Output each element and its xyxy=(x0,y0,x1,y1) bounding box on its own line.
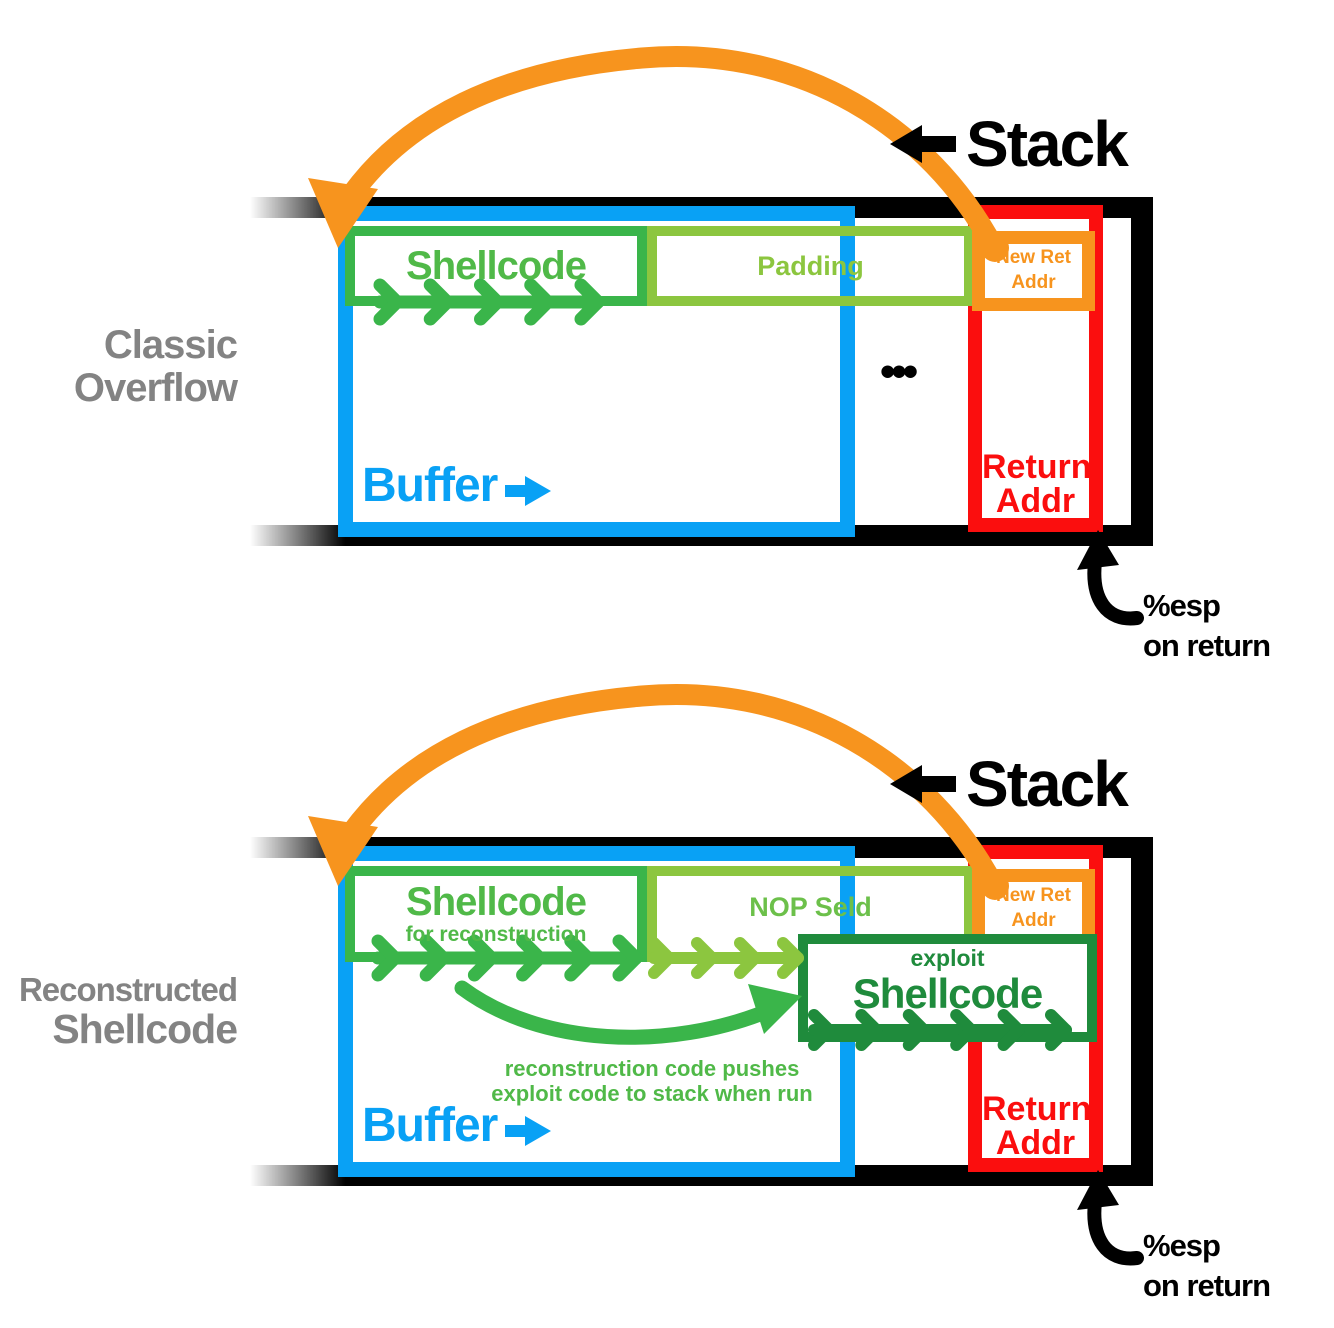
section-label-reconstructed-shellcode: Reconstructed Shellcode xyxy=(18,971,238,1052)
stack-label-2: Stack xyxy=(966,748,1129,820)
right-arrow-icon xyxy=(505,474,552,508)
return-addr-label-2: Return Addr xyxy=(982,1090,1092,1162)
return-addr-label: Return Addr xyxy=(982,448,1092,520)
shellcode-label: Shellcode xyxy=(406,244,587,288)
right-arrow-icon xyxy=(505,1114,552,1148)
stack-right-edge-2 xyxy=(1131,837,1153,1186)
stack-pointer-label: Stack xyxy=(890,108,1129,180)
exploit-shellcode-label: Shellcode xyxy=(852,970,1043,1017)
ellipsis: ••• xyxy=(880,347,918,396)
reconstruction-note-label: reconstruction code pushes exploit code … xyxy=(491,1056,813,1106)
stack-pointer-label-2: Stack xyxy=(890,748,1129,820)
left-arrow-icon xyxy=(890,122,956,166)
esp-on-return-label: %esp on return xyxy=(1143,588,1271,663)
buffer-label-row-2: Buffer xyxy=(362,1099,552,1152)
stack-label: Stack xyxy=(966,108,1129,180)
exploit-label: exploit xyxy=(910,945,985,971)
recon-shellcode-sublabel: for reconstruction xyxy=(405,923,587,946)
left-arrow-icon xyxy=(890,762,956,806)
buffer-label-row: Buffer xyxy=(362,459,552,512)
stack-right-edge xyxy=(1131,197,1153,546)
new-ret-addr-label: New Ret Addr xyxy=(996,247,1071,293)
buffer-label-2: Buffer xyxy=(362,1099,498,1152)
recon-shellcode-label: Shellcode xyxy=(406,880,587,924)
padding-label: Padding xyxy=(757,251,864,281)
buffer-label: Buffer xyxy=(362,459,498,512)
esp-on-return-label-2: %esp on return xyxy=(1143,1228,1271,1303)
new-ret-addr-label-2: New Ret Addr xyxy=(996,885,1071,931)
section-label-classic-overflow: Classic Overflow xyxy=(73,323,238,410)
nop-sled-label: NOP Seld xyxy=(749,892,872,922)
